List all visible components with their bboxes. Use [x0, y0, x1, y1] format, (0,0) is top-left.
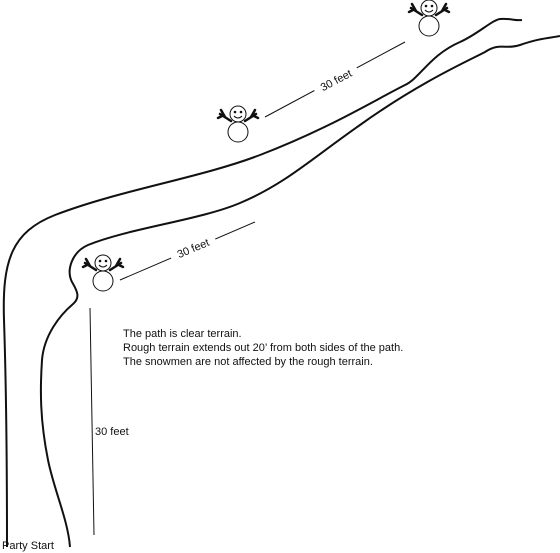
- path-edge-outer: [2, 17, 523, 548]
- snowman-icon: [216, 104, 260, 144]
- snowman-icon: [407, 0, 451, 38]
- snowman-icon: [81, 253, 125, 293]
- distance-label-vertical: 30 feet: [95, 426, 129, 438]
- measure-line-vertical: [89, 307, 95, 536]
- path-edge-inner: [39, 35, 560, 548]
- party-start-label: Party Start: [2, 540, 54, 552]
- note-line: Rough terrain extends out 20’ from both …: [123, 342, 404, 354]
- note-line: The snowmen are not affected by the roug…: [123, 356, 373, 368]
- terrain-notes: The path is clear terrain. Rough terrain…: [123, 327, 403, 369]
- note-line: The path is clear terrain.: [123, 328, 242, 340]
